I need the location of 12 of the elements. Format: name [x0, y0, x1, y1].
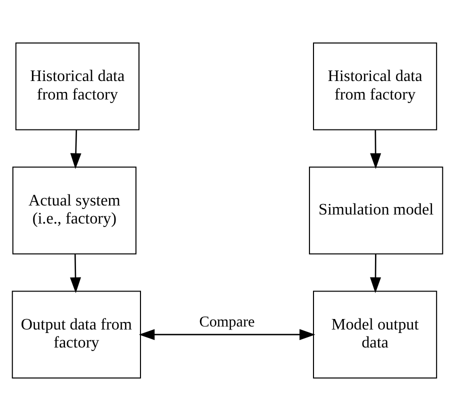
- arrow: [370, 130, 382, 169]
- arrow: [70, 254, 82, 293]
- arrow: [138, 328, 316, 340]
- node-box: Actual system (i.e., factory): [12, 166, 136, 254]
- edge-label: Compare: [199, 314, 255, 330]
- node-box: Model output data: [313, 290, 438, 378]
- node-box: Historical data from factory: [313, 42, 438, 130]
- node-box: Historical data from factory: [15, 42, 140, 130]
- arrow: [70, 130, 82, 169]
- node-box: Simulation model: [308, 166, 444, 254]
- node-box: Output data from factory: [12, 290, 141, 378]
- arrow: [370, 254, 382, 293]
